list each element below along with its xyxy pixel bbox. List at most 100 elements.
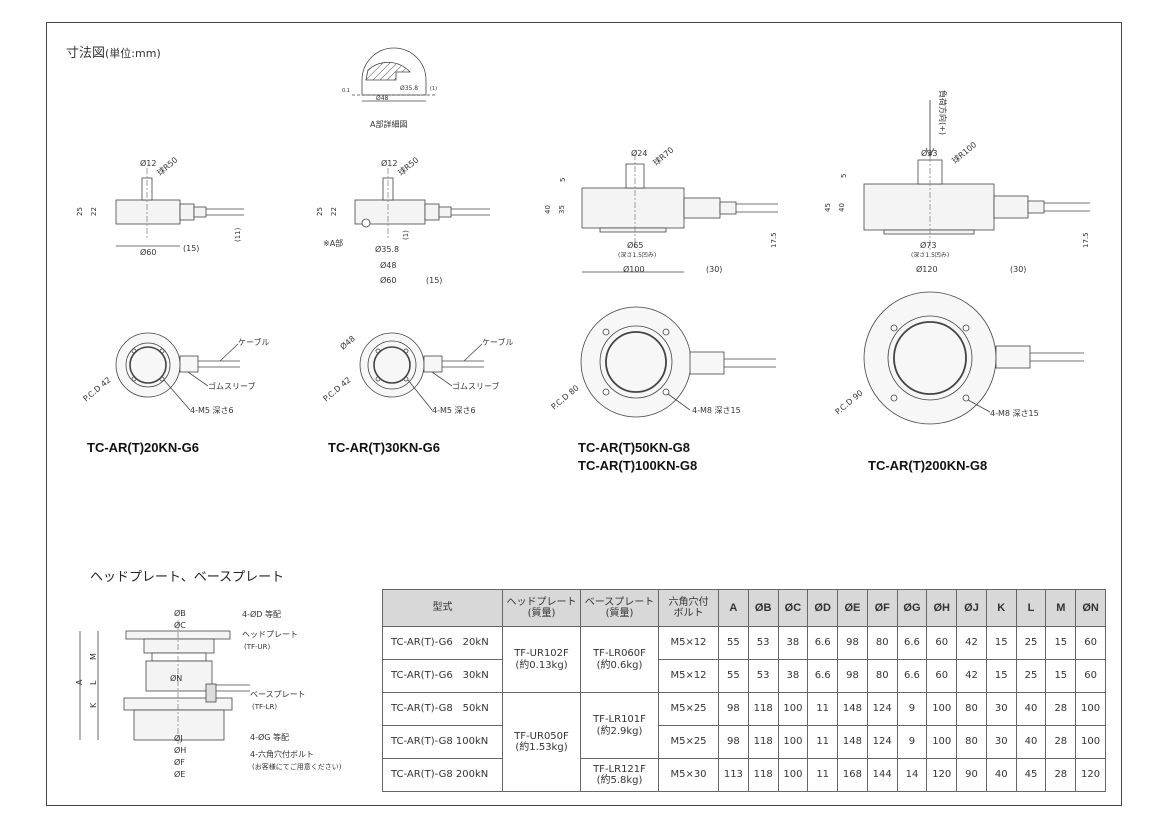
- bottom-view-20kn: [115, 332, 240, 411]
- cell-value: 25: [1015, 659, 1047, 693]
- plate-dimM: M: [89, 653, 98, 660]
- dim-22-20: 22: [90, 207, 98, 216]
- cell-value: 55: [718, 626, 749, 660]
- cell-base-plate: TF-LR121F(約5.8kg): [580, 758, 659, 792]
- cell-value: 100: [777, 758, 809, 792]
- label-bolt-30: 4-M5 深さ6: [432, 406, 476, 415]
- cell-bolt: M5×25: [658, 725, 719, 759]
- dim-40-200: 40: [838, 203, 846, 212]
- cell-value: 120: [926, 758, 958, 792]
- dim-25-20: 25: [76, 207, 84, 216]
- plate-phiC: ØC: [174, 620, 186, 630]
- dim-25-30: 25: [316, 207, 324, 216]
- detail-a-drawing: [352, 47, 436, 102]
- dim-depth-50: (深さ1.5凹み): [618, 251, 656, 259]
- dim-45-200: 45: [824, 203, 832, 212]
- label-rubber-30: ゴムスリーブ: [452, 381, 500, 391]
- plate-hole-g: 4-ØG 等配: [250, 732, 289, 742]
- label-cable-20: ケーブル: [238, 337, 270, 347]
- cell-value: 60: [1075, 659, 1106, 693]
- plate-phiN: ØN: [170, 673, 182, 683]
- base-code: TF-LR060F: [593, 648, 646, 659]
- title-text: 寸法図: [66, 46, 106, 61]
- cell-value: 6.6: [807, 626, 839, 660]
- cell-value: 98: [837, 659, 868, 693]
- dim-30-200: (30): [1010, 265, 1026, 274]
- cell-value: 100: [926, 692, 958, 726]
- plate-head: ヘッドプレート: [242, 630, 298, 639]
- th-D: ØD: [807, 589, 839, 627]
- label-pcd80: P.C.D 80: [550, 383, 581, 411]
- dim-175-200: 17.5: [1082, 232, 1090, 248]
- th-M: M: [1045, 589, 1077, 627]
- detail-d1: Ø48: [376, 95, 389, 102]
- cell-value: 60: [926, 626, 958, 660]
- label-bolt-200: 4-M8 深さ15: [990, 409, 1039, 418]
- dim-r100: 球R100: [950, 139, 979, 165]
- cell-value: 11: [807, 725, 839, 759]
- plate-dimK: K: [89, 702, 98, 708]
- spec-table: 型式 ヘッドプレート(質量) ベースプレート(質量) 六角穴付ボルト A ØB …: [382, 589, 1106, 792]
- th-model: 型式: [382, 589, 503, 627]
- cell-value: 144: [866, 758, 898, 792]
- plate-base: ベースプレート: [250, 690, 306, 699]
- cell-value: 98: [718, 692, 749, 726]
- cell-value: 6.6: [896, 659, 928, 693]
- dim-phi24: Ø24: [631, 148, 647, 158]
- cell-value: 90: [956, 758, 987, 792]
- dim-30-50: (30): [706, 265, 722, 274]
- cell-value: 148: [837, 692, 868, 726]
- plate-phiJ: ØJ: [174, 733, 183, 743]
- plate-customer-note: (お客様にてご用意ください): [252, 762, 342, 771]
- label-rubber-20: ゴムスリーブ: [208, 381, 256, 391]
- th-hex-sub: ボルト: [673, 608, 704, 619]
- dim-phi60-20: Ø60: [140, 247, 156, 257]
- th-N: ØN: [1075, 589, 1106, 627]
- dim-phi120: Ø120: [916, 264, 938, 274]
- dim-40-50: 40: [544, 205, 552, 214]
- cell-head-plate: TF-UR050F(約1.53kg): [502, 692, 581, 792]
- dim-phi12-20: Ø12: [140, 158, 156, 168]
- th-base: ベースプレート(質量): [580, 589, 659, 627]
- cell-value: 168: [837, 758, 868, 792]
- plate-phiF: ØF: [174, 757, 185, 767]
- model-label-30kn: TC-AR(T)30KN-G6: [328, 440, 440, 455]
- cell-model: TC-AR(T)-G8 100kN: [382, 725, 503, 759]
- base-mass: (約2.9kg): [596, 725, 643, 737]
- th-L: L: [1015, 589, 1047, 627]
- cell-value: 60: [926, 659, 958, 693]
- cell-value: 14: [896, 758, 928, 792]
- dim-phi12-30: Ø12: [381, 158, 397, 168]
- cell-value: 53: [747, 626, 779, 660]
- dim-r70: 球R70: [651, 145, 676, 168]
- bottom-view-50kn: [580, 306, 776, 418]
- cell-value: 124: [866, 725, 898, 759]
- table-header-row: 型式 ヘッドプレート(質量) ベースプレート(質量) 六角穴付ボルト A ØB …: [382, 589, 1106, 627]
- th-A: A: [718, 589, 749, 627]
- cell-value: 118: [747, 725, 779, 759]
- cell-value: 100: [1075, 692, 1106, 726]
- cell-value: 25: [1015, 626, 1047, 660]
- dim-phi33: Ø33: [921, 148, 937, 158]
- cell-value: 124: [866, 692, 898, 726]
- cell-value: 100: [777, 725, 809, 759]
- cell-value: 100: [1075, 725, 1106, 759]
- cell-value: 80: [956, 725, 987, 759]
- cell-value: 40: [1015, 725, 1047, 759]
- th-C: ØC: [777, 589, 809, 627]
- cell-base-plate: TF-LR060F(約0.6kg): [580, 626, 659, 693]
- detail-caption: A部詳細図: [370, 119, 407, 129]
- th-head-label: ヘッドプレート: [506, 596, 577, 608]
- base-code: TF-LR101F: [593, 714, 646, 725]
- label-bolt-20: 4-M5 深さ6: [190, 406, 234, 415]
- dim-1-30: (1): [402, 230, 410, 240]
- cell-value: 148: [837, 725, 868, 759]
- cell-value: 9: [896, 725, 928, 759]
- cell-value: 120: [1075, 758, 1106, 792]
- dim-phi65: Ø65: [627, 240, 643, 250]
- dim-phi73: Ø73: [920, 240, 936, 250]
